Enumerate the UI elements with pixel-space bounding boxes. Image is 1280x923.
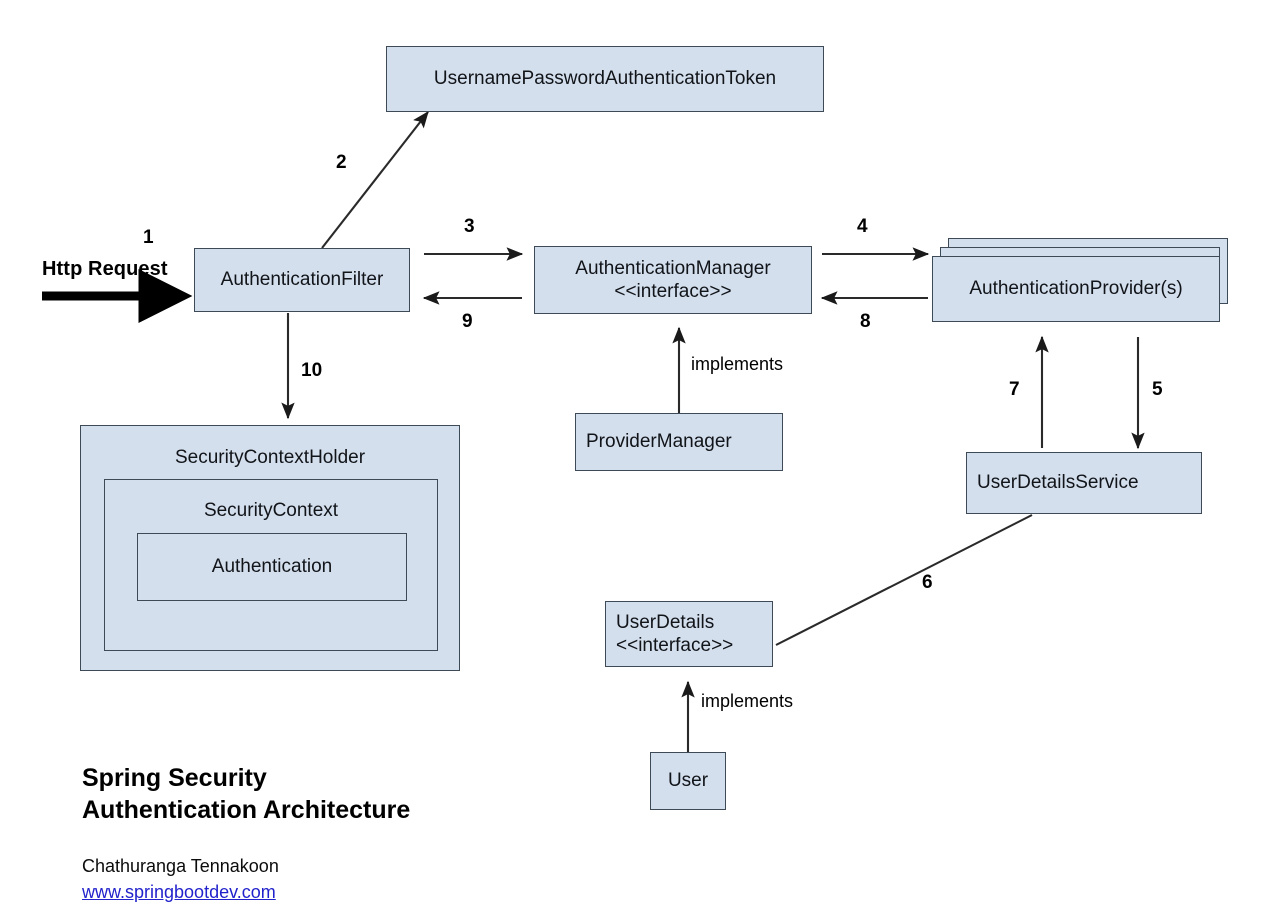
node-authentication[interactable]: Authentication <box>137 533 407 601</box>
label-edge-10: 10 <box>301 360 323 381</box>
node-label: AuthenticationFilter <box>220 269 384 291</box>
node-label: AuthenticationProvider(s) <box>969 278 1183 300</box>
label-edge-8: 8 <box>860 311 871 332</box>
edge-6-user-details-service-to-user-details <box>775 514 1033 646</box>
node-security-context[interactable]: SecurityContext Authentication <box>104 479 438 651</box>
label-edge-7: 7 <box>1009 379 1020 400</box>
node-user-details[interactable]: UserDetails <<interface>> <box>605 601 773 667</box>
node-label: ProviderManager <box>586 431 732 453</box>
node-provider-manager[interactable]: ProviderManager <box>575 413 783 471</box>
node-label: SecurityContextHolder <box>174 447 366 468</box>
node-authentication-filter[interactable]: AuthenticationFilter <box>194 248 410 312</box>
footer-website-link[interactable]: www.springbootdev.com <box>82 882 276 902</box>
node-authentication-manager[interactable]: AuthenticationManager <<interface>> <box>534 246 812 314</box>
node-username-password-authentication-token[interactable]: UsernamePasswordAuthenticationToken <box>386 46 824 112</box>
node-authentication-provider-s[interactable]: AuthenticationProvider(s) <box>932 256 1220 322</box>
footer-author: Chathuranga Tennakoon <box>82 856 279 876</box>
node-label: User <box>667 770 709 792</box>
label-edge-2: 2 <box>336 152 347 173</box>
label-edge-9: 9 <box>462 311 473 332</box>
footer-title: Spring Security Authentication Architect… <box>82 764 411 824</box>
node-label: Authentication <box>211 556 333 577</box>
label-edge-6: 6 <box>922 572 933 593</box>
node-label: AuthenticationManager <<interface>> <box>575 257 771 302</box>
label-edge-3: 3 <box>464 216 475 237</box>
label-implements-provider-manager: implements <box>691 354 784 374</box>
node-label: UserDetailsService <box>977 472 1139 494</box>
node-label: UserDetails <<interface>> <box>616 611 734 656</box>
label-implements-user: implements <box>701 691 794 711</box>
label-edge-1: 1 <box>143 227 154 248</box>
edge-2-filter-to-token <box>321 111 429 249</box>
node-label: UsernamePasswordAuthenticationToken <box>433 68 777 90</box>
label-edge-5: 5 <box>1152 379 1163 400</box>
label-edge-4: 4 <box>857 216 868 237</box>
label-http-request: Http Request <box>42 258 168 280</box>
node-label: SecurityContext <box>203 500 339 521</box>
node-user[interactable]: User <box>650 752 726 810</box>
node-user-details-service[interactable]: UserDetailsService <box>966 452 1202 514</box>
node-security-context-holder[interactable]: SecurityContextHolder SecurityContext Au… <box>80 425 460 671</box>
